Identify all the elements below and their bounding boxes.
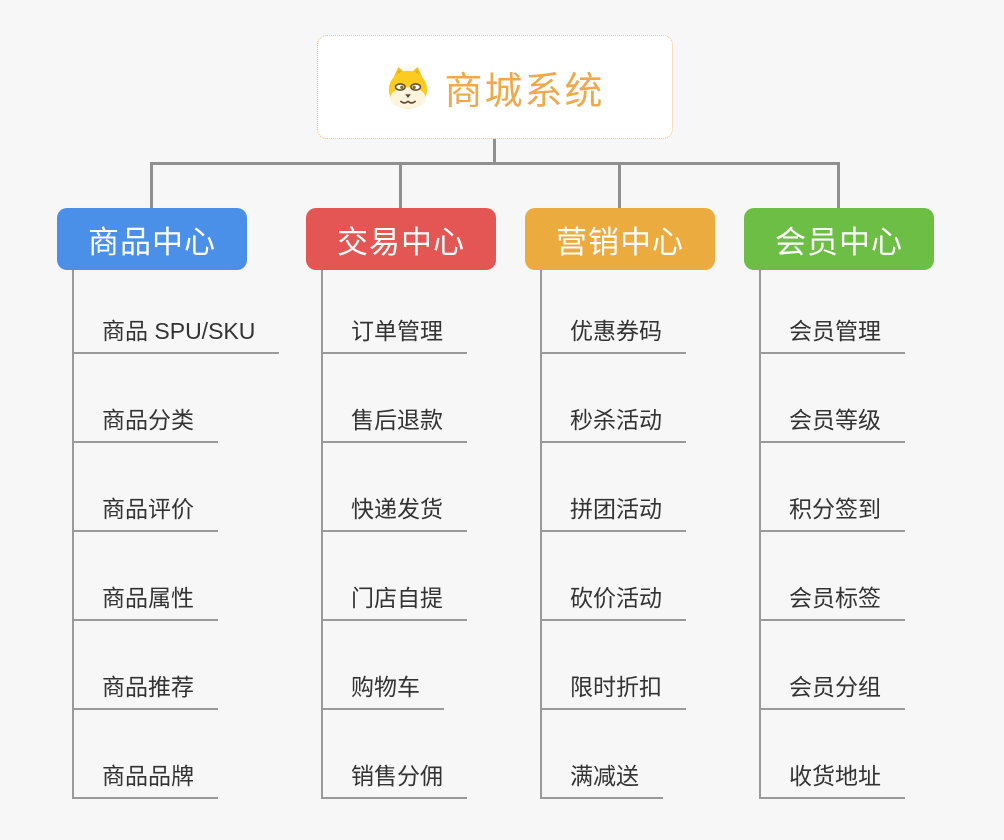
- root-stem-connector: [493, 139, 496, 162]
- child-node[interactable]: 积分签到: [761, 492, 905, 532]
- branch-drop-connector: [618, 165, 621, 208]
- shiba-dog-icon: [389, 66, 428, 110]
- child-node[interactable]: 购物车: [323, 670, 444, 710]
- child-node[interactable]: 商品推荐: [74, 670, 218, 710]
- branch-children-member: 会员管理 会员等级 积分签到 会员标签 会员分组 收货地址: [759, 270, 905, 799]
- child-node[interactable]: 砍价活动: [542, 581, 686, 621]
- child-node[interactable]: 限时折扣: [542, 670, 686, 710]
- child-node[interactable]: 收货地址: [761, 759, 905, 799]
- branch-drop-connector: [150, 165, 153, 208]
- branch-bus-connector: [150, 162, 840, 165]
- branch-node-member[interactable]: 会员中心: [744, 208, 934, 270]
- child-node[interactable]: 商品品牌: [74, 759, 218, 799]
- branch-node-trade[interactable]: 交易中心: [306, 208, 496, 270]
- child-node[interactable]: 门店自提: [323, 581, 467, 621]
- child-node[interactable]: 优惠券码: [542, 314, 686, 354]
- branch-node-marketing[interactable]: 营销中心: [525, 208, 715, 270]
- child-node[interactable]: 会员分组: [761, 670, 905, 710]
- branch-drop-connector: [399, 165, 402, 208]
- child-node[interactable]: 拼团活动: [542, 492, 686, 532]
- child-node[interactable]: 商品评价: [74, 492, 218, 532]
- root-node-title: 商城系统: [444, 70, 605, 113]
- root-node[interactable]: 商城系统: [317, 35, 673, 139]
- branch-children-marketing: 优惠券码 秒杀活动 拼团活动 砍价活动 限时折扣 满减送: [540, 270, 686, 799]
- child-node[interactable]: 售后退款: [323, 403, 467, 443]
- child-node[interactable]: 会员等级: [761, 403, 905, 443]
- child-node[interactable]: 商品属性: [74, 581, 218, 621]
- child-node[interactable]: 会员标签: [761, 581, 905, 621]
- child-node[interactable]: 销售分佣: [323, 759, 467, 799]
- child-node[interactable]: 会员管理: [761, 314, 905, 354]
- branch-children-product: 商品 SPU/SKU 商品分类 商品评价 商品属性 商品推荐 商品品牌: [72, 270, 280, 799]
- child-node[interactable]: 商品 SPU/SKU: [74, 314, 280, 354]
- branch-node-product[interactable]: 商品中心: [57, 208, 247, 270]
- branch-drop-connector: [837, 165, 840, 208]
- child-node[interactable]: 快递发货: [323, 492, 467, 532]
- child-node[interactable]: 秒杀活动: [542, 403, 686, 443]
- branch-children-trade: 订单管理 售后退款 快递发货 门店自提 购物车 销售分佣: [321, 270, 467, 799]
- child-node[interactable]: 订单管理: [323, 314, 467, 354]
- child-node[interactable]: 满减送: [542, 759, 663, 799]
- child-node[interactable]: 商品分类: [74, 403, 218, 443]
